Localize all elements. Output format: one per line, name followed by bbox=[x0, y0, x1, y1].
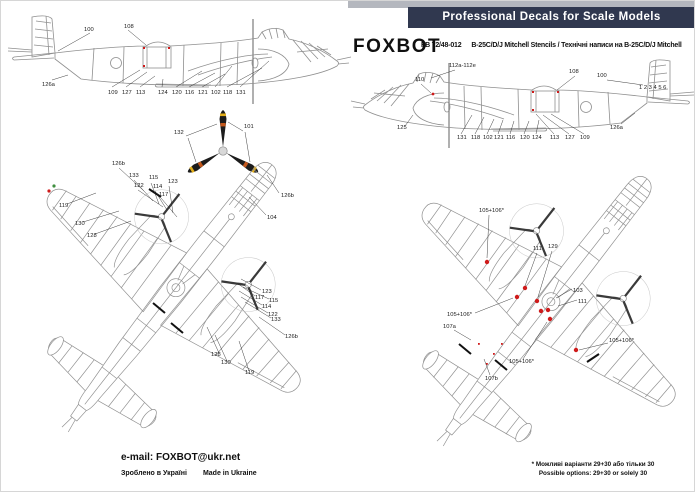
callout-label: 100 bbox=[597, 73, 607, 79]
page-top-strip bbox=[348, 1, 694, 8]
callout-label: 123 bbox=[168, 179, 178, 185]
callout-label: 121 bbox=[494, 135, 504, 141]
callout-label: 117 bbox=[255, 295, 264, 301]
footnote: * Можливі варіанти 29+30 або тільки 30 P… bbox=[493, 460, 693, 479]
callout-label: 113 bbox=[550, 135, 559, 141]
made-in-ua: Зроблено в Україні bbox=[121, 470, 187, 477]
callout-label: 129 bbox=[548, 244, 558, 250]
callout-label: 131 bbox=[457, 135, 467, 141]
right-side-callouts: 110 112a-112e 125 131 118 102 121 116 12… bbox=[397, 63, 644, 141]
callout-label: 121 bbox=[198, 90, 208, 96]
callout-label: 133 bbox=[129, 173, 139, 179]
callout-label: 116 bbox=[506, 135, 515, 141]
callout-label: 124 bbox=[158, 90, 168, 96]
callout-label: 127 bbox=[565, 135, 575, 141]
walkway-arrows bbox=[458, 343, 600, 371]
made-in-en: Made in Ukraine bbox=[202, 470, 257, 477]
left-plan-callouts: 126b 133 115 122 114 123 117 119 130 128… bbox=[59, 161, 298, 376]
callout-label: 102 bbox=[211, 90, 221, 96]
callout-label: 114 bbox=[262, 304, 272, 310]
callout-label: 126b bbox=[112, 161, 125, 167]
callout-label: 109 bbox=[580, 135, 590, 141]
callout-label: 105+106* bbox=[447, 312, 473, 318]
callout-label: 126b bbox=[281, 193, 294, 199]
callout-label: 103 bbox=[573, 288, 583, 294]
callout-label: 128 bbox=[87, 233, 97, 239]
callout-label: 118 bbox=[471, 135, 480, 141]
rudder-numbers: 1 2 3 4 5 6 bbox=[639, 85, 666, 91]
right-plan-callouts: 105+106* 111 129 103 111 105+106* 107a 1… bbox=[443, 208, 635, 382]
footnote-ua: * Можливі варіанти 29+30 або тільки 30 bbox=[531, 461, 655, 468]
stencil-marker-dots bbox=[143, 47, 170, 67]
callout-label: 118 bbox=[223, 90, 232, 96]
callout-label: 128 bbox=[211, 352, 221, 358]
wingtip-marker-dots bbox=[47, 184, 56, 193]
callout-label: 111 bbox=[533, 246, 542, 252]
callout-label: 113 bbox=[136, 90, 145, 96]
callout-label: 115 bbox=[149, 175, 158, 181]
callout-label: 122 bbox=[268, 312, 278, 318]
callout-label: 133 bbox=[271, 317, 281, 323]
callout-label: 116 bbox=[185, 90, 194, 96]
product-code: FB 72/48-012 bbox=[421, 42, 462, 49]
product-title: B-25C/D/J Mitchell Stencils / Технічні н… bbox=[471, 42, 682, 49]
callout-label: 111 bbox=[578, 299, 587, 305]
callout-label: 108 bbox=[569, 69, 579, 75]
callout-label: 102 bbox=[483, 135, 493, 141]
callout-label: 126a bbox=[42, 82, 56, 88]
callout-label: 120 bbox=[520, 135, 530, 141]
callout-label: 104 bbox=[267, 215, 277, 221]
left-side-view-drawing: 100 108 126a 109 127 113 124 120 116 121… bbox=[7, 15, 352, 105]
b25-top-profile bbox=[1, 66, 397, 491]
callout-label: 130 bbox=[221, 360, 231, 366]
footnote-en: Possible options: 29+30 or solely 30 bbox=[538, 470, 648, 478]
callout-label: 123 bbox=[262, 289, 272, 295]
callout-label: 100 bbox=[84, 27, 94, 33]
callout-label: 110 bbox=[415, 77, 424, 83]
callout-label: 120 bbox=[172, 90, 182, 96]
callout-label: 130 bbox=[75, 221, 85, 227]
stencil-marker-dots bbox=[431, 91, 559, 111]
callout-label: 124 bbox=[532, 135, 542, 141]
callout-label: 131 bbox=[236, 90, 246, 96]
callout-label: 105+106* bbox=[609, 338, 635, 344]
left-side-callouts: 100 108 126a 109 127 113 124 120 116 121… bbox=[42, 24, 270, 96]
callout-label: 122 bbox=[134, 183, 144, 189]
callout-label: 126b bbox=[285, 334, 298, 340]
callout-label: 107b bbox=[485, 376, 498, 382]
callout-label: 107a bbox=[443, 324, 457, 330]
callout-label: 132 bbox=[174, 130, 184, 136]
email: e-mail: FOXBOT@ukr.net bbox=[121, 452, 241, 463]
banner: Professional Decals for Scale Models bbox=[408, 7, 694, 28]
callout-label: 125 bbox=[397, 125, 407, 131]
right-plan-view-drawing: 105+106* 111 129 103 111 105+106* 107a 1… bbox=[315, 80, 694, 491]
brand-logo: FOXBOT bbox=[353, 36, 442, 57]
callout-label: 119 bbox=[245, 370, 254, 376]
callout-label: 108 bbox=[124, 24, 134, 30]
callout-label: 114 bbox=[153, 184, 163, 190]
right-side-view-drawing: 1 2 3 4 5 6 110 112a-112e 125 131 118 10… bbox=[350, 59, 694, 149]
callout-label: 112a-112e bbox=[449, 63, 476, 69]
callout-label: 105+106* bbox=[479, 208, 505, 214]
callout-label: 117 bbox=[159, 192, 168, 198]
callout-label: 115 bbox=[269, 298, 278, 304]
callout-label: 105+106* bbox=[509, 359, 535, 365]
callout-label: 109 bbox=[108, 90, 118, 96]
stencil-dots bbox=[478, 259, 579, 365]
callout-label: 101 bbox=[244, 124, 254, 130]
made-in-line: Зроблено в Україні Made in Ukraine bbox=[121, 470, 257, 477]
callout-label: 119 bbox=[59, 203, 68, 209]
callout-label: 127 bbox=[122, 90, 132, 96]
left-plan-view-drawing: 126b 133 115 122 114 123 117 119 130 128… bbox=[1, 66, 397, 491]
product-line: FB 72/48-012 B-25C/D/J Mitchell Stencils… bbox=[421, 42, 682, 49]
callout-label: 126a bbox=[610, 125, 624, 131]
